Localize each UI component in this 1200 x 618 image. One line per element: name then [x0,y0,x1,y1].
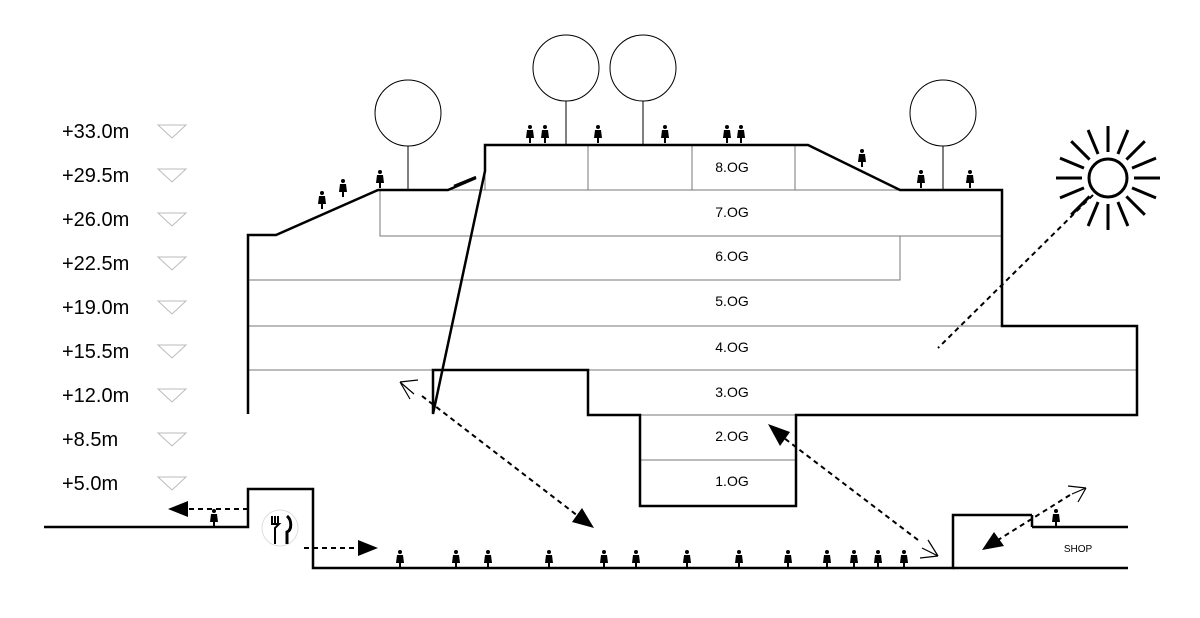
person-icon [396,550,404,568]
person-icon [632,550,640,568]
person-icon [594,125,602,143]
sun-ray [1086,201,1100,227]
person-icon [858,149,866,167]
level-label-15-5: +15.5m [62,341,129,363]
person-icon [210,509,218,527]
level-triangle-icon [156,124,188,139]
building-outline-path [246,143,1139,508]
person-icon [683,550,691,568]
building-outline [246,143,1139,508]
person-icon [917,170,925,188]
level-triangle-icon [156,388,188,403]
level-triangle-icon [156,256,188,271]
person-icon [545,550,553,568]
level-label-22-5: +22.5m [62,253,129,275]
ground-lines [44,487,1128,570]
floor-lines [248,145,1137,461]
sunlight-ray-line [937,194,1094,349]
level-triangle-icon [156,432,188,447]
person-icon [600,550,608,568]
sun-ray [1086,129,1100,155]
level-markers: +33.0m +29.5m +26.0m +22.5m +19.0m +15.5… [62,121,188,495]
floor-line-5og-top [248,236,901,281]
person-icon [966,170,974,188]
arrow-right-street-icon [358,540,378,556]
level-triangle-icon [156,476,188,491]
person-icon [735,550,743,568]
level-label-19: +19.0m [62,297,129,319]
floor-label-2og: 2.OG [715,428,748,444]
tree-icon [532,34,600,145]
shop-label: SHOP [1064,544,1093,555]
person-icon [318,191,326,209]
person-icon [452,550,460,568]
arrow-left-exit-icon [168,501,188,517]
person-icon [723,125,731,143]
viewpoint-eye-icon [399,379,419,400]
level-label-33: +33.0m [62,121,129,143]
person-icon [823,550,831,568]
trees [374,34,977,190]
arrow-view-up-icon [768,424,790,446]
sun-ray [1131,186,1157,200]
floor-labels: 8.OG 7.OG 6.OG 5.OG 4.OG 3.OG 2.OG 1.OG … [715,159,1092,555]
floor-label-7og: 7.OG [715,204,748,220]
person-icon [1052,509,1060,527]
sun-ray [1059,186,1085,200]
floor-label-8og: 8.OG [715,159,748,175]
people-group [210,125,1060,568]
person-icon [900,550,908,568]
sun-ray [1116,129,1130,155]
movement-arrows [168,395,1071,556]
floor-label-6og: 6.OG [715,248,748,264]
floor-line-8og-left [484,145,589,191]
level-label-12: +12.0m [62,385,129,407]
person-icon [541,125,549,143]
sun-ray [1116,201,1130,227]
person-icon [339,179,347,197]
ground-line-main [44,487,1032,570]
level-label-5: +5.0m [62,473,118,495]
floor-label-3og: 3.OG [715,384,748,400]
sun-ray [1070,140,1091,161]
level-triangle-icon [156,300,188,315]
person-icon [526,125,534,143]
level-triangle-icon [156,212,188,227]
person-icon [874,550,882,568]
roof-step-line [453,175,477,188]
tree-icon [909,79,977,190]
floor-label-5og: 5.OG [715,293,748,309]
floor-label-4og: 4.OG [715,339,748,355]
sun-ray [1125,195,1146,216]
tree-icon [374,79,442,190]
arrow-view-down-icon [572,508,594,528]
tree-icon [609,34,677,145]
person-icon [661,125,669,143]
sun-ray [1125,140,1146,161]
viewpoint-eye-icon [1067,485,1087,503]
person-icon [784,550,792,568]
person-icon [737,125,745,143]
viewpoint-eye-icon [919,539,939,559]
sun-ray [1059,156,1085,170]
level-label-8-5: +8.5m [62,429,118,451]
sun-icon [1056,126,1160,230]
sun-ray [1070,195,1091,216]
arrow-view-up-line [783,437,919,541]
viewpoints [399,379,1087,559]
arrow-view-shop-icon [982,532,1004,550]
person-icon [376,170,384,188]
level-triangle-icon [156,168,188,183]
floor-label-1og: 1.OG [715,473,748,489]
level-label-26: +26.0m [62,209,129,231]
level-triangle-icon [156,344,188,359]
level-label-29-5: +29.5m [62,165,129,187]
person-icon [484,550,492,568]
sun-ray [1131,156,1157,170]
person-icon [850,550,858,568]
floor-line-6og-top [379,190,1002,237]
arrow-view-down-line [421,395,579,517]
fork-knife-icon [261,509,299,547]
